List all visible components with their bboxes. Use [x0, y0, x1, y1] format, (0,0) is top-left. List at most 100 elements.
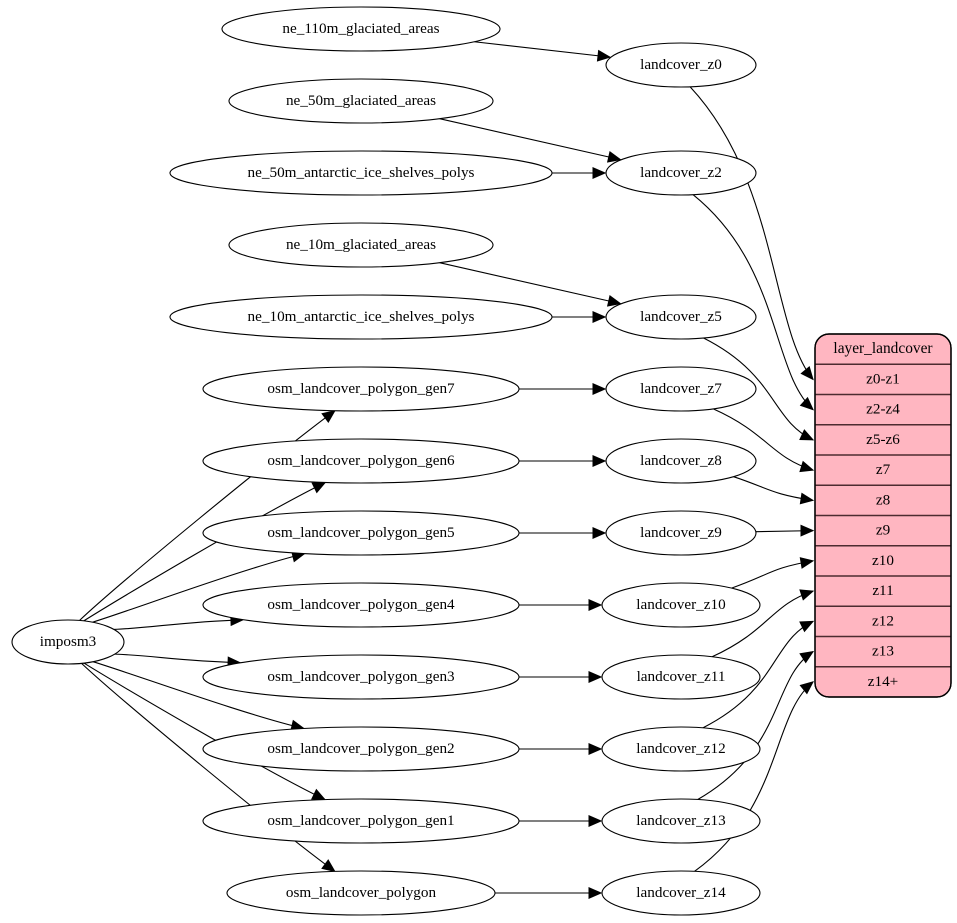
layer-table-row-z10[interactable]: z10	[872, 552, 894, 569]
node-osm_landcover_polygon-shape[interactable]	[226, 870, 496, 916]
node-landcover_z2[interactable]: landcover_z2	[605, 150, 757, 196]
node-ne_50m_glaciated_areas[interactable]: ne_50m_glaciated_areas	[228, 78, 494, 124]
edge-arrowhead	[596, 49, 612, 62]
node-imposm3-shape[interactable]	[11, 619, 125, 665]
node-osm_landcover_polygon[interactable]: osm_landcover_polygon	[226, 870, 496, 916]
edge-imposm3-to-osm_landcover_polygon_gen4	[113, 619, 243, 630]
node-imposm3-label: imposm3	[40, 633, 97, 650]
node-osm_landcover_polygon_gen3-shape[interactable]	[202, 654, 520, 700]
node-landcover_z11-shape[interactable]	[601, 654, 761, 700]
node-osm_landcover_polygon_gen1[interactable]: osm_landcover_polygon_gen1	[202, 798, 520, 844]
layer-table-row-z8[interactable]: z8	[876, 491, 891, 508]
node-landcover_z7[interactable]: landcover_z7	[605, 366, 757, 412]
edge-arrowhead	[800, 524, 815, 537]
edge-arrowhead	[799, 589, 815, 601]
layer-table-header: layer_landcover	[833, 340, 932, 357]
node-osm_landcover_polygon_gen7[interactable]: osm_landcover_polygon_gen7	[202, 366, 520, 412]
node-osm_landcover_polygon_gen1-label: osm_landcover_polygon_gen1	[267, 812, 454, 829]
edge-imposm3-to-osm_landcover_polygon	[81, 662, 336, 872]
node-imposm3[interactable]: imposm3	[11, 619, 125, 665]
node-landcover_z9-shape[interactable]	[605, 510, 757, 556]
node-ne_10m_antarctic_ice_shelves_polys-shape[interactable]	[169, 294, 553, 340]
node-osm_landcover_polygon_gen4-shape[interactable]	[202, 582, 520, 628]
node-osm_landcover_polygon_gen3[interactable]: osm_landcover_polygon_gen3	[202, 654, 520, 700]
node-osm_landcover_polygon_gen4-label: osm_landcover_polygon_gen4	[267, 596, 455, 613]
node-landcover_z8[interactable]: landcover_z8	[605, 438, 757, 484]
node-osm_landcover_polygon_gen6-shape[interactable]	[202, 438, 520, 484]
node-osm_landcover_polygon_gen1-shape[interactable]	[202, 798, 520, 844]
edge-ne_110m_glaciated_areas-to-landcover_z0	[474, 41, 611, 58]
layer-table-row-z5-z6[interactable]: z5-z6	[866, 431, 900, 448]
node-osm_landcover_polygon_gen4[interactable]: osm_landcover_polygon_gen4	[202, 582, 520, 628]
node-landcover_z5[interactable]: landcover_z5	[605, 294, 757, 340]
layer-table-row-z0-z1[interactable]: z0-z1	[866, 370, 900, 387]
node-landcover_z2-shape[interactable]	[605, 150, 757, 196]
node-landcover_z11[interactable]: landcover_z11	[601, 654, 761, 700]
node-ne_50m_antarctic_ice_shelves_polys[interactable]: ne_50m_antarctic_ice_shelves_polys	[169, 150, 553, 196]
node-ne_50m_antarctic_ice_shelves_polys-shape[interactable]	[169, 150, 553, 196]
node-landcover_z10-shape[interactable]	[601, 582, 761, 628]
edge-arrowhead	[592, 383, 607, 395]
edge-arrowhead	[592, 527, 607, 539]
node-osm_landcover_polygon_gen5-label: osm_landcover_polygon_gen5	[267, 524, 454, 541]
edge-arrowhead	[799, 681, 814, 695]
node-landcover_z2-label: landcover_z2	[640, 164, 722, 181]
node-landcover_z9[interactable]: landcover_z9	[605, 510, 757, 556]
node-osm_landcover_polygon_gen5-shape[interactable]	[202, 510, 520, 556]
node-landcover_z12-shape[interactable]	[601, 726, 761, 772]
node-ne_50m_glaciated_areas-label: ne_50m_glaciated_areas	[286, 92, 436, 109]
node-landcover_z12-label: landcover_z12	[636, 740, 725, 757]
layer-table-row-z11[interactable]: z11	[872, 582, 893, 599]
node-landcover_z14[interactable]: landcover_z14	[601, 870, 761, 916]
node-landcover_z8-shape[interactable]	[605, 438, 757, 484]
edge-arrowhead	[588, 743, 603, 755]
edge-arrowhead	[799, 557, 815, 569]
layer-table-row-z9[interactable]: z9	[876, 522, 890, 539]
edges-layer	[79, 41, 815, 899]
layer-landcover-table[interactable]: layer_landcover z0-z1 z2-z4 z5-z6 z7 z8 z9 z10 z…	[814, 333, 952, 698]
node-osm_landcover_polygon_gen2-label: osm_landcover_polygon_gen2	[267, 740, 454, 757]
node-landcover_z5-shape[interactable]	[605, 294, 757, 340]
node-landcover_z10[interactable]: landcover_z10	[601, 582, 761, 628]
node-landcover_z13[interactable]: landcover_z13	[601, 798, 761, 844]
node-osm_landcover_polygon_gen5[interactable]: osm_landcover_polygon_gen5	[202, 510, 520, 556]
node-osm_landcover_polygon_gen2[interactable]: osm_landcover_polygon_gen2	[202, 726, 520, 772]
node-ne_110m_glaciated_areas[interactable]: ne_110m_glaciated_areas	[221, 6, 501, 52]
edge-imposm3-to-osm_landcover_polygon_gen2	[92, 661, 304, 729]
node-ne_10m_glaciated_areas-shape[interactable]	[228, 222, 494, 268]
edge-imposm3-to-osm_landcover_polygon_gen1	[83, 662, 326, 801]
node-landcover_z0-label: landcover_z0	[640, 56, 722, 73]
node-landcover_z14-shape[interactable]	[601, 870, 761, 916]
layer-table-row-z12[interactable]: z12	[872, 612, 894, 629]
node-ne_10m_antarctic_ice_shelves_polys[interactable]: ne_10m_antarctic_ice_shelves_polys	[169, 294, 553, 340]
node-landcover_z7-shape[interactable]	[605, 366, 757, 412]
node-ne_110m_glaciated_areas-shape[interactable]	[221, 6, 501, 52]
layer-table-row-z2-z4[interactable]: z2-z4	[866, 401, 900, 418]
node-landcover_z12[interactable]: landcover_z12	[601, 726, 761, 772]
edge-landcover_z0-to-table-z0-z1	[689, 86, 814, 380]
node-osm_landcover_polygon-label: osm_landcover_polygon	[286, 884, 437, 901]
layer-table-row-z7[interactable]: z7	[876, 461, 891, 478]
edge-landcover_z12-to-table-z12	[702, 620, 814, 729]
edge-landcover_z10-to-table-z10	[731, 560, 814, 589]
node-osm_landcover_polygon_gen7-shape[interactable]	[202, 366, 520, 412]
edge-landcover_z14-to-table-z14+	[694, 681, 814, 872]
node-landcover_z0-shape[interactable]	[605, 42, 757, 88]
edge-landcover_z2-to-table-z2-z4	[692, 194, 814, 411]
edge-landcover_z5-to-table-z5-z6	[703, 337, 814, 441]
node-landcover_z0[interactable]: landcover_z0	[605, 42, 757, 88]
node-osm_landcover_polygon_gen6[interactable]: osm_landcover_polygon_gen6	[202, 438, 520, 484]
layer-table-row-z14+[interactable]: z14+	[868, 673, 899, 690]
edge-ne_50m_glaciated_areas-to-landcover_z2	[439, 118, 621, 161]
edge-ne_10m_glaciated_areas-to-landcover_z5	[439, 262, 621, 305]
node-landcover_z13-shape[interactable]	[601, 798, 761, 844]
edge-arrowhead	[592, 167, 607, 179]
node-ne_50m_glaciated_areas-shape[interactable]	[228, 78, 494, 124]
layer-table-row-z13[interactable]: z13	[872, 643, 894, 660]
edge-arrowhead	[592, 455, 607, 467]
node-ne_10m_glaciated_areas[interactable]: ne_10m_glaciated_areas	[228, 222, 494, 268]
edge-arrowhead	[799, 429, 815, 441]
node-osm_landcover_polygon_gen2-shape[interactable]	[202, 726, 520, 772]
node-landcover_z10-label: landcover_z10	[636, 596, 726, 613]
